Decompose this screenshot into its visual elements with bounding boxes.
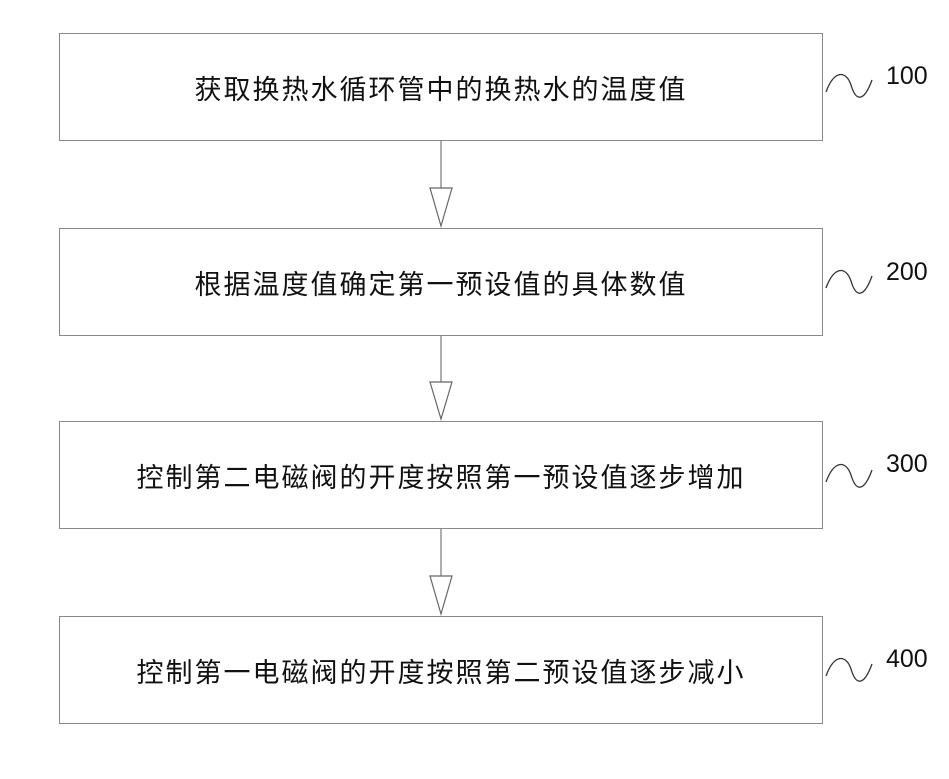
step-text: 根据温度值确定第一预设值的具体数值 <box>195 263 688 302</box>
step-ref-label: 200 <box>886 258 928 287</box>
step-text: 控制第二电磁阀的开度按照第一预设值逐步增加 <box>137 456 746 495</box>
leader-squiggle <box>826 75 872 98</box>
flow-arrow <box>430 336 452 419</box>
flow-arrow <box>430 529 452 614</box>
step-box-200: 根据温度值确定第一预设值的具体数值 <box>59 228 823 336</box>
step-box-400: 控制第一电磁阀的开度按照第二预设值逐步减小 <box>59 616 823 724</box>
step-text: 控制第一电磁阀的开度按照第二预设值逐步减小 <box>137 651 746 690</box>
leader-squiggle <box>826 659 872 682</box>
step-box-300: 控制第二电磁阀的开度按照第一预设值逐步增加 <box>59 421 823 529</box>
leader-squiggle <box>826 465 872 488</box>
leader-squiggle <box>826 271 872 294</box>
step-text: 获取换热水循环管中的换热水的温度值 <box>195 68 688 107</box>
step-ref-label: 300 <box>886 450 928 479</box>
flow-arrow <box>430 141 452 226</box>
step-ref-label: 100 <box>886 62 928 91</box>
step-ref-label: 400 <box>886 645 928 674</box>
step-box-100: 获取换热水循环管中的换热水的温度值 <box>59 33 823 141</box>
